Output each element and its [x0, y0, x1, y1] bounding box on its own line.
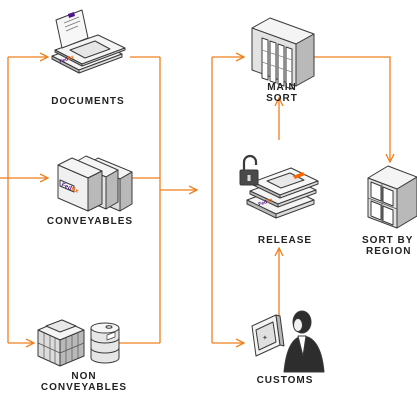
arrow-main-sort-to-region: [314, 56, 390, 162]
crate-and-drum-icon: [37, 319, 120, 367]
documents-label: DOCUMENTS: [51, 96, 125, 107]
customs-screen-mark: ✦: [262, 334, 268, 342]
release-brand-tag: FedEx: [258, 197, 274, 208]
customs-label: CUSTOMS: [256, 375, 314, 386]
sort-by-region-label-line1: SORT BY: [362, 235, 414, 246]
sort-by-region-label: SORT BY REGION: [362, 235, 417, 257]
customs-officer-icon: [251, 310, 325, 373]
flow-lines: [0, 57, 390, 343]
sort-by-region-label-line2: REGION: [366, 246, 412, 257]
nonconveyables-label: NON CONVEYABLES: [34, 371, 134, 393]
envelope-stack-icon: [51, 9, 126, 74]
nonconveyables-label-line2: CONVEYABLES: [40, 382, 128, 393]
parcel-boxes-icon: [57, 155, 133, 212]
documents-brand-tag: FedEx: [59, 54, 75, 65]
nonconveyables-label-line1: NON: [71, 371, 97, 382]
main-sort-label: MAIN SORT: [262, 82, 302, 104]
main-sort-label-line2: SORT: [266, 93, 298, 104]
regional-bins-icon: [367, 165, 417, 229]
main-sort-label-line1: MAIN: [267, 82, 297, 93]
sorting-machine-icon: [251, 17, 315, 90]
conveyables-label: CONVEYABLES: [46, 216, 134, 227]
unlocked-package-icon: [239, 154, 319, 219]
release-label: RELEASE: [257, 235, 313, 246]
